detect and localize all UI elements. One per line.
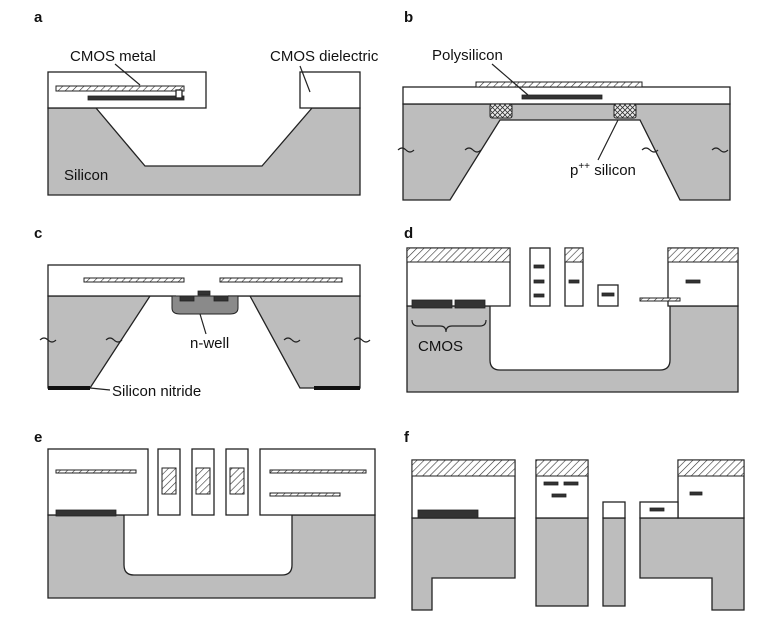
cmos-block-right-e [259, 448, 376, 516]
silicon-substrate-f [411, 517, 516, 611]
arrow-n-well [199, 313, 207, 335]
cmos-transistor-d2 [454, 299, 486, 309]
cmos-brace [411, 319, 487, 333]
panel-letter-a: a [34, 9, 43, 26]
silicon-pillar-f1 [535, 517, 589, 607]
label-silicon: Silicon [64, 167, 108, 184]
arrow-cmos-metal [114, 63, 141, 86]
metal-seg-3 [533, 293, 545, 298]
passivation-right-d [667, 247, 739, 263]
p-silicon-left [489, 103, 513, 119]
metal-seg-2 [533, 279, 545, 284]
beam-1-d [529, 247, 551, 307]
cmos-transistor-f [417, 509, 479, 519]
arrow-polysilicon [491, 63, 529, 96]
transistor-left-c [179, 295, 195, 302]
metal-seg-4 [568, 279, 580, 284]
metal-via [175, 89, 183, 99]
p-silicon-right [613, 103, 637, 119]
panel-letter-d: d [404, 225, 413, 242]
break-mark-1 [397, 147, 415, 153]
break-mark-c1 [39, 337, 57, 343]
comb-metal-2 [195, 467, 211, 495]
break-mark-2 [464, 147, 482, 153]
metal-c-right [219, 277, 343, 283]
label-cmos: CMOS [418, 338, 463, 355]
label-silicon-nitride: Silicon nitride [112, 383, 201, 400]
panel-b: b Polysilicon p++ silicon [397, 9, 731, 201]
silicon-substrate-d [406, 305, 739, 393]
pillar-top-f [602, 501, 626, 519]
panel-letter-f: f [404, 429, 410, 446]
cmos-metal-layer [55, 85, 185, 92]
panel-f: f [404, 429, 745, 611]
cmos-transistor-e [55, 509, 117, 517]
metal-e-3 [269, 492, 341, 497]
metal-e-2 [269, 469, 367, 474]
nitride-right [314, 386, 360, 390]
metal-e-1 [55, 469, 137, 474]
break-mark-c4 [353, 337, 371, 343]
metal-f-3 [551, 493, 567, 498]
panel-letter-c: c [34, 225, 42, 242]
metal-f-5 [649, 507, 665, 512]
transistor-right-c [213, 295, 229, 302]
arrow-cmos-dielectric [299, 65, 311, 93]
label-n-well: n-well [190, 335, 229, 352]
break-mark-c2 [105, 337, 123, 343]
silicon-substrate-e [47, 514, 376, 599]
panel-letter-b: b [404, 9, 413, 26]
nitride-left [48, 386, 90, 390]
comb-metal-1 [161, 467, 177, 495]
metal-f-4 [689, 491, 703, 496]
beam-2-top-d [564, 247, 584, 263]
panel-a: a CMOS metal CMOS dielectric Silicon [34, 9, 379, 196]
metal-seg-1 [533, 264, 545, 269]
passivation-left-d [406, 247, 511, 263]
break-mark-3 [641, 147, 659, 153]
panel-e: e [34, 429, 376, 599]
break-mark-4 [711, 147, 729, 153]
arrow-p-silicon [597, 119, 619, 161]
label-cmos-dielectric: CMOS dielectric [270, 48, 379, 65]
cmos-metal-lower [87, 95, 185, 101]
label-polysilicon: Polysilicon [432, 47, 503, 64]
cmos-dielectric-right [299, 71, 361, 109]
break-mark-c3 [283, 337, 301, 343]
panel-d: d CMOS [404, 225, 739, 393]
passivation-right-f [677, 459, 745, 477]
metal-seg-7 [639, 297, 681, 302]
metal-seg-6 [685, 279, 701, 284]
comb-metal-3 [229, 467, 245, 495]
silicon-pillar-f2 [602, 517, 626, 607]
passivation-left-f [411, 459, 516, 477]
metal-c-left [83, 277, 185, 283]
label-p-silicon: p++ silicon [570, 161, 636, 179]
metal-f-1 [543, 481, 559, 486]
label-cmos-metal: CMOS metal [70, 48, 156, 65]
arrow-silicon-nitride [89, 387, 111, 391]
polysilicon-heater [521, 94, 603, 100]
silicon-substrate-b [402, 103, 731, 201]
metal-seg-5 [601, 292, 615, 297]
panel-letter-e: e [34, 429, 42, 446]
cmos-transistor-d [411, 299, 453, 309]
cmos-block-left-e [47, 448, 149, 516]
gate-c [197, 290, 211, 296]
polysilicon-layer [475, 81, 643, 88]
silicon-substrate-f-right [639, 517, 745, 611]
passivation-mid-f [535, 459, 589, 477]
metal-f-2 [563, 481, 579, 486]
panel-c: c n-well Silicon nitride [34, 225, 371, 400]
